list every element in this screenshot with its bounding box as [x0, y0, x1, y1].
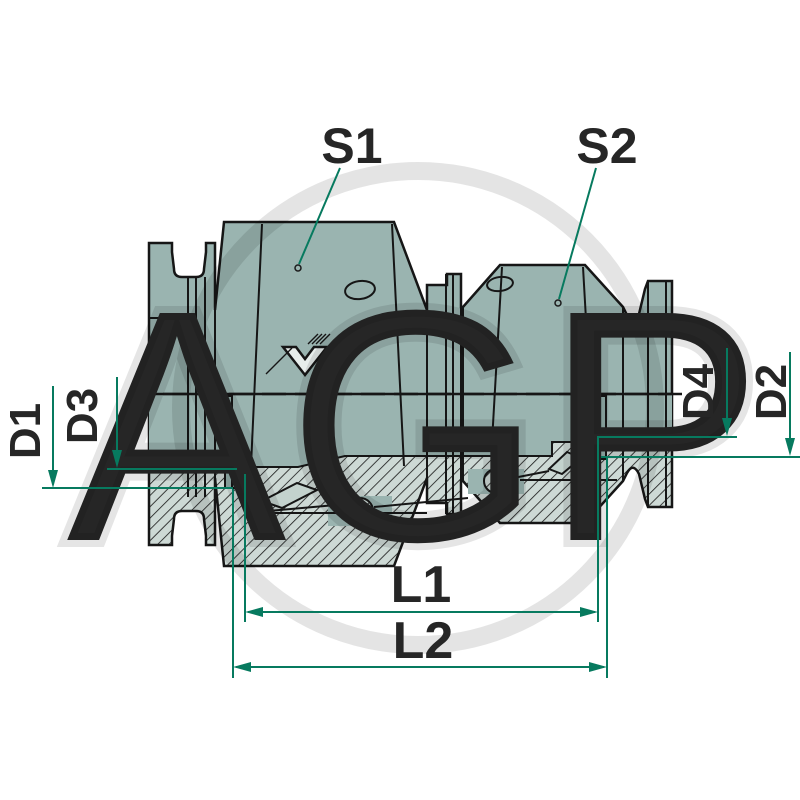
- watermark: AGP: [60, 162, 770, 654]
- s2-leader-dot: [554, 299, 562, 307]
- d2-label: D2: [747, 364, 796, 420]
- s2-leader-line: [558, 167, 597, 300]
- l2-label: L2: [393, 612, 454, 670]
- s1-leader-line: [298, 167, 341, 265]
- right-tube-wall: [598, 395, 607, 460]
- d2-arrowhead: [785, 438, 795, 456]
- l1-label: L1: [391, 556, 452, 614]
- d3-arrowhead: [112, 450, 122, 468]
- s1-leader-dot: [294, 264, 302, 272]
- bore-void: [149, 394, 672, 488]
- right-ball-section: [483, 468, 509, 494]
- l1-left-arrowhead: [245, 607, 263, 617]
- d1-arrowhead: [48, 470, 58, 488]
- watermark-ring: [172, 162, 664, 654]
- d1-label: D1: [1, 403, 50, 459]
- l1-right-arrowhead: [580, 607, 598, 617]
- l2-right-arrowhead: [589, 662, 607, 672]
- right-hex-face-mark: [486, 275, 514, 293]
- left-hex-face-mark: [344, 279, 376, 301]
- s1-label: S1: [321, 118, 382, 174]
- l2-left-arrowhead: [233, 662, 251, 672]
- watermark-text: AGP: [67, 241, 764, 610]
- section-lower-half: [147, 392, 674, 568]
- manufacturer-logo-icon: [265, 333, 331, 378]
- s2-label: S2: [576, 118, 637, 174]
- d4-label: D4: [674, 363, 723, 420]
- dimension-labels: S1 S2 D1 D3 D4 D2 L1 L2: [1, 118, 796, 670]
- dimension-lines: [42, 167, 800, 678]
- d4-arrowhead: [722, 418, 732, 436]
- cutting-ring-details: [245, 450, 617, 526]
- left-ball-section: [346, 497, 374, 525]
- d3-label: D3: [58, 388, 107, 444]
- dimension-arrowheads: [48, 418, 795, 672]
